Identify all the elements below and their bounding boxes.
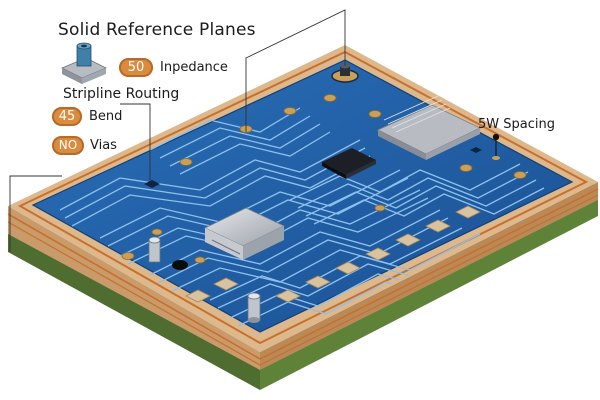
copper-border — [17, 50, 589, 345]
bend-label: Bend — [89, 109, 123, 124]
bga-chip — [377, 104, 481, 160]
spacing-label: 5W Spacing — [478, 117, 555, 132]
stripline-label: Stripline Routing — [63, 86, 180, 102]
callout-lines — [9, 9, 346, 252]
vias-badge: NO — [52, 136, 84, 155]
spacing-marker — [492, 133, 500, 160]
impedance-badge: 50 — [119, 58, 153, 77]
metal-module — [204, 207, 285, 260]
ic-chip — [322, 148, 376, 179]
bend-badge: 45 — [52, 107, 82, 126]
via-hole — [172, 260, 188, 270]
test-points — [144, 147, 482, 188]
edge-pads — [185, 205, 481, 303]
ground-layer — [8, 198, 598, 390]
reference-plane-icon — [61, 42, 107, 84]
board-edge — [7, 182, 599, 370]
diagram-title: Solid Reference Planes — [58, 20, 256, 40]
vias-label: Vias — [90, 138, 117, 153]
impedance-label: Inpedance — [160, 60, 228, 75]
standoff-front — [247, 292, 261, 323]
pin-grid — [383, 95, 451, 133]
standoff-left — [148, 236, 161, 263]
